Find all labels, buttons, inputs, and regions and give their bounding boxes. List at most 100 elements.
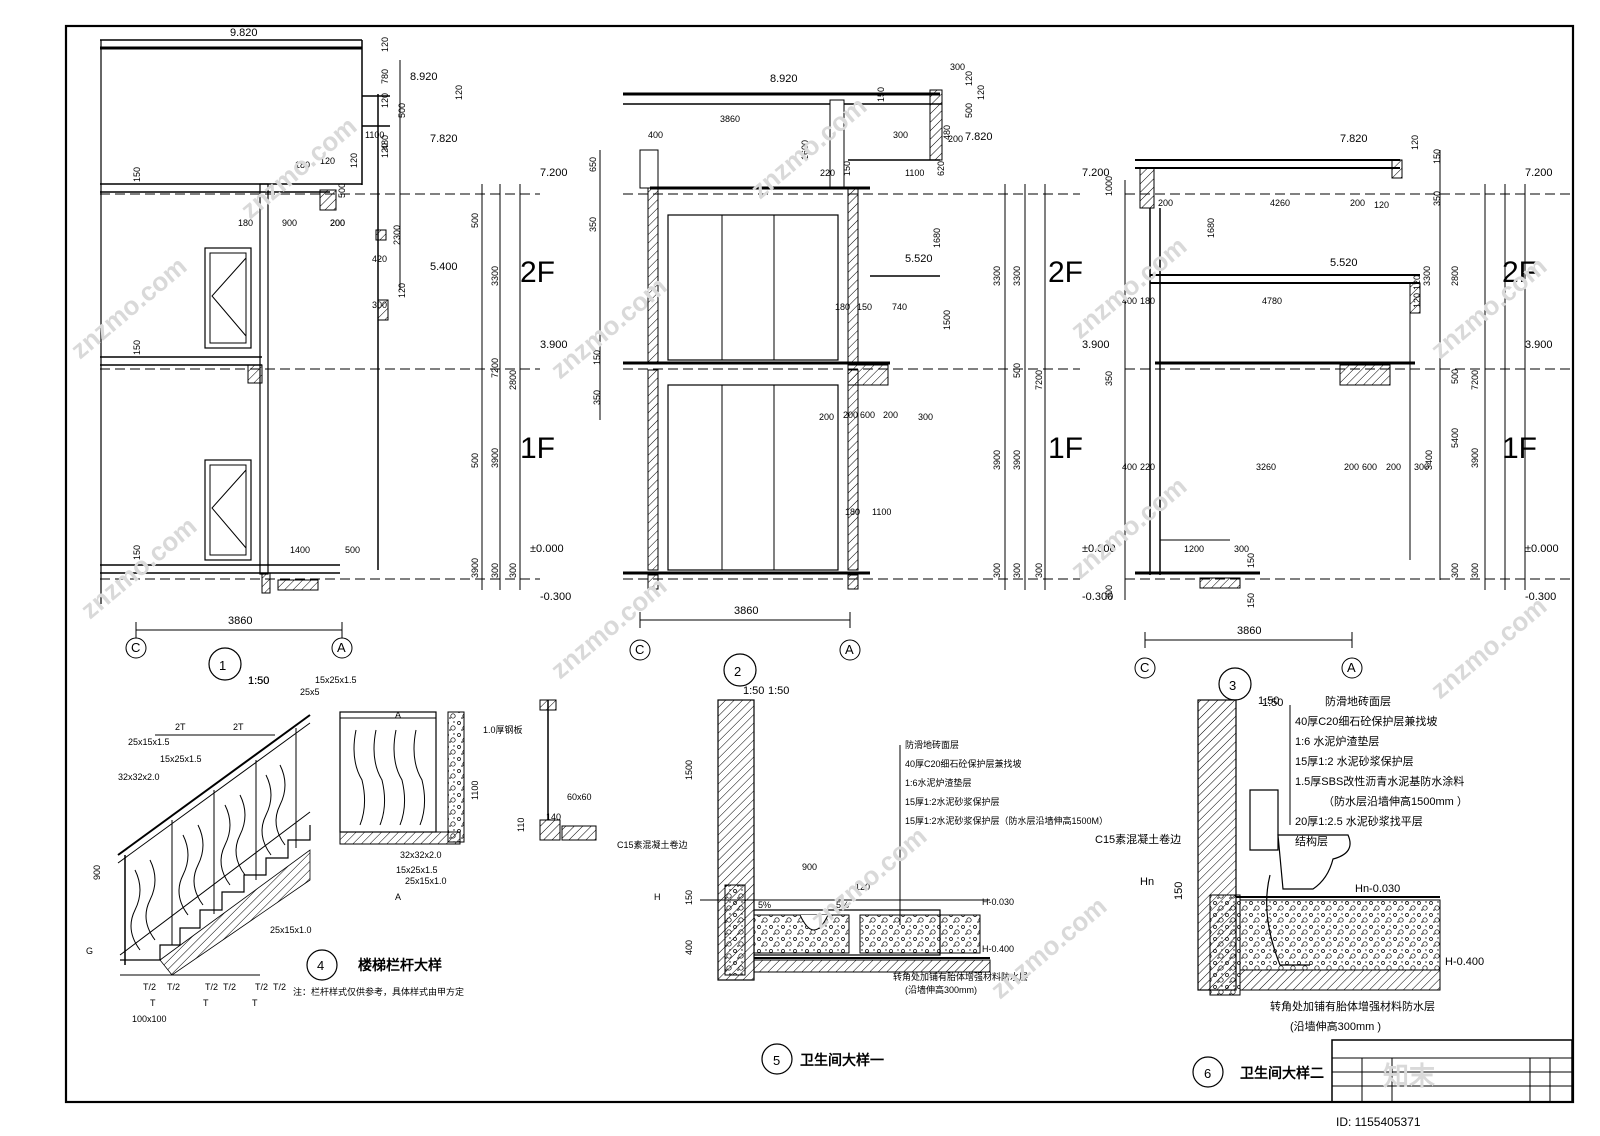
layer-callout: 1:6 水泥炉渣垫层 xyxy=(1295,734,1379,748)
detail-label: 25x15x1.0 xyxy=(270,925,312,935)
dimension: 300 xyxy=(1104,585,1114,600)
detail-label: H-0.030 xyxy=(982,897,1014,907)
level-mark: 5.520 xyxy=(1330,257,1358,269)
scale-label: 1:50 xyxy=(768,685,789,697)
span-dim: 3860 xyxy=(228,615,252,627)
dimension: 3260 xyxy=(1256,462,1276,472)
detail-label: 转角处加铺有胎体增强材料防水层 xyxy=(1270,999,1435,1013)
dimension: 500 xyxy=(345,545,360,555)
detail-label: 15x25x1.5 xyxy=(315,675,357,685)
dimension: 350 xyxy=(588,217,598,232)
dimension: 180 xyxy=(1140,296,1155,306)
detail-label: 5% xyxy=(836,900,849,910)
dimension: 200 xyxy=(1350,198,1365,208)
detail-label: 150 xyxy=(684,890,694,905)
detail-label: T/2 xyxy=(205,982,218,992)
dimension: 500 xyxy=(470,213,480,228)
detail-label: 15x25x1.5 xyxy=(396,865,438,875)
detail-label: 900 xyxy=(92,865,102,880)
dimension: 3900 xyxy=(1470,448,1480,468)
axis-bubble-label: C xyxy=(1140,660,1149,675)
section-3 xyxy=(1124,150,1570,701)
dimension: 3900 xyxy=(1012,450,1022,470)
detail-label: 25x15x1.0 xyxy=(405,876,447,886)
dimension: 200 xyxy=(330,218,345,228)
scale-label: 1:50 xyxy=(248,675,269,687)
detail-label: G xyxy=(86,946,93,956)
level-mark: 5.520 xyxy=(905,253,933,265)
detail-label: 100x100 xyxy=(132,1014,167,1024)
watermark: znzmo.com xyxy=(545,571,673,685)
detail-label: A xyxy=(395,710,401,720)
dimension: 150 xyxy=(132,340,142,355)
floor-label: 1F xyxy=(520,432,555,465)
dimension: 200 xyxy=(883,410,898,420)
dimension: 300 xyxy=(1470,563,1480,578)
dimension: 1200 xyxy=(1184,544,1204,554)
detail-label: T/2 xyxy=(255,982,268,992)
detail-label: H xyxy=(654,892,661,902)
dimension: 200 xyxy=(1386,462,1401,472)
dimension: 150 xyxy=(857,302,872,312)
layer-callout: 1.5厚SBS改性沥青水泥基防水涂料 xyxy=(1295,774,1464,788)
section-1 xyxy=(100,39,540,681)
detail-label: (沿墙伸高300mm) xyxy=(905,984,977,995)
section-number: 1 xyxy=(219,658,226,673)
watermark: znzmo.com xyxy=(235,111,363,225)
dimension: 300 xyxy=(372,300,387,310)
dimension: 300 xyxy=(490,563,500,578)
dimension: 3900 xyxy=(992,450,1002,470)
sheet-border xyxy=(64,24,1575,1104)
level-mark: 8.920 xyxy=(770,73,798,85)
detail-label: 2T xyxy=(233,722,244,732)
section-number: 3 xyxy=(1229,678,1236,693)
dimension: 120 xyxy=(380,37,390,52)
dimension: 200 xyxy=(948,134,963,144)
detail-6-toilet xyxy=(1192,699,1441,1088)
dimension: 400 xyxy=(1122,296,1137,306)
dimension: 220 xyxy=(1140,462,1155,472)
floor-label: 2F xyxy=(1048,256,1083,289)
detail-label: Hn xyxy=(1140,876,1154,888)
dimension: 120 xyxy=(349,153,359,168)
dimension: 620 xyxy=(936,161,946,176)
detail-label: T/2 xyxy=(273,982,286,992)
detail-5-toilet xyxy=(700,699,991,1075)
dimension: 300 xyxy=(992,563,1002,578)
axis-bubble-label: A xyxy=(337,640,346,655)
detail-label: 2T xyxy=(175,722,186,732)
layer-callout: 防滑地砖面层 xyxy=(905,739,959,750)
dimension: 120 xyxy=(1410,135,1420,150)
level-mark: 7.200 xyxy=(540,167,568,179)
dimension: 150 xyxy=(592,350,602,365)
detail-label: 32x32x2.0 xyxy=(400,850,442,860)
dimension: 200 xyxy=(843,410,858,420)
detail-label: 60x60 xyxy=(567,792,592,802)
detail-label: 1100 xyxy=(470,781,480,800)
level-mark: -0.300 xyxy=(1525,591,1556,603)
dimension: 3900 xyxy=(490,448,500,468)
dimension: 150 xyxy=(842,161,852,176)
dimension: 200 xyxy=(1158,198,1173,208)
dimension: 3300 xyxy=(490,266,500,286)
detail-label: 150 xyxy=(1173,882,1185,900)
dimension: 600 xyxy=(1362,462,1377,472)
dimension: 180 xyxy=(845,507,860,517)
detail-title: 卫生间大样二 xyxy=(1240,1065,1324,1081)
dimension: 400 xyxy=(1122,462,1137,472)
detail-label: 120 xyxy=(855,882,870,892)
dimension: 4780 xyxy=(1262,296,1282,306)
dimension: 1600 xyxy=(800,140,810,160)
level-mark: 7.820 xyxy=(965,131,993,143)
dimension: 3900 xyxy=(470,558,480,578)
dimension: 150 xyxy=(1246,553,1256,568)
level-mark: 7.820 xyxy=(430,133,458,145)
layer-callout: 结构层 xyxy=(1295,834,1328,848)
dimension: 180 xyxy=(238,218,253,228)
dimension: 1000 xyxy=(1104,176,1114,196)
dimension: 500 xyxy=(964,103,974,118)
watermark: znzmo.com xyxy=(1065,231,1193,345)
title-block xyxy=(1331,1039,1573,1103)
watermark: znzmo.com xyxy=(1425,591,1553,705)
